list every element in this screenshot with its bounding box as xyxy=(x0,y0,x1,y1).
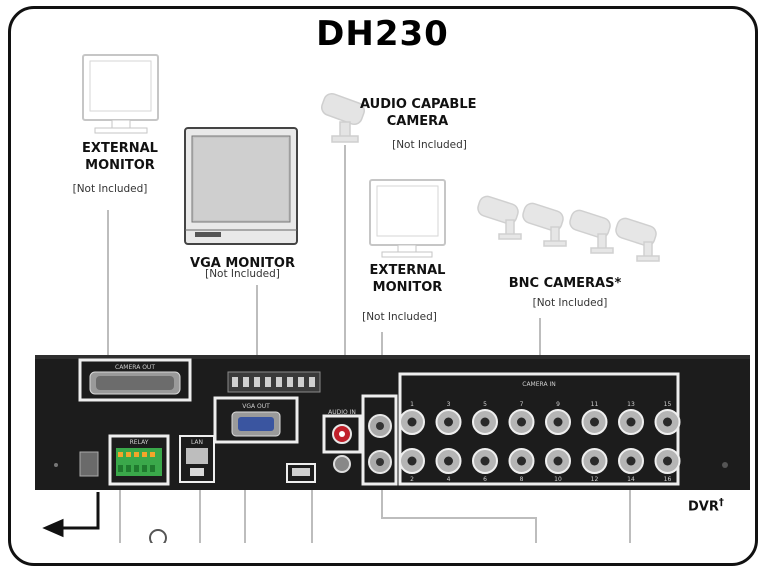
bnc-connector-center xyxy=(444,417,453,427)
bnc-connector-center xyxy=(590,456,599,466)
dvr-label: DVR† xyxy=(688,497,724,515)
external-monitor-2-label: EXTERNAL MONITOR xyxy=(369,263,446,295)
lan-label: LAN xyxy=(191,439,203,446)
bnc-number-label: 6 xyxy=(483,476,487,483)
bnc-connector-center xyxy=(626,417,636,427)
usb-port xyxy=(190,468,204,476)
bnc-cameras-icon xyxy=(477,195,660,262)
vga-monitor-note: [Not Included] xyxy=(205,268,280,280)
bnc-connector-center xyxy=(517,456,526,466)
bnc-number-label: 9 xyxy=(556,401,560,408)
bnc-number-label: 12 xyxy=(591,476,599,483)
external-monitor-icon xyxy=(82,54,159,134)
bnc-connector-center xyxy=(663,456,672,466)
bnc-number-label: 4 xyxy=(447,476,451,483)
dvr-footnote-mark: † xyxy=(718,497,724,508)
vga-out-label: VGA OUT xyxy=(242,403,270,410)
camera-in-label: CAMERA IN xyxy=(522,381,555,388)
mouse-icon xyxy=(149,529,167,543)
bnc-number-label: 1 xyxy=(410,401,414,408)
dip-switch-block xyxy=(227,371,321,393)
camera-out-label: CAMERA OUT xyxy=(115,364,155,371)
video-out-ports xyxy=(361,394,398,486)
relay-label: RELAY xyxy=(130,439,149,446)
bnc-connector-center xyxy=(626,456,636,466)
bnc-connector-center xyxy=(407,456,417,466)
audio-camera-note: [Not Included] xyxy=(392,139,467,151)
audio-camera-label: AUDIO CAPABLE CAMERA xyxy=(360,97,477,129)
external-monitor-2-note: [Not Included] xyxy=(362,311,437,323)
bnc-number-label: 2 xyxy=(410,476,414,483)
bnc-number-label: 10 xyxy=(554,476,562,483)
bnc-connector-center xyxy=(553,417,563,427)
bnc-connector-center xyxy=(480,417,490,427)
lan-port: LAN xyxy=(179,435,215,483)
bnc-number-label: 8 xyxy=(520,476,524,483)
bnc-connector-center xyxy=(663,417,672,427)
bnc-number-label: 13 xyxy=(627,401,635,408)
audio-in-label: AUDIO IN xyxy=(328,409,356,416)
bnc-connector-center xyxy=(590,417,599,427)
bnc-connector-center xyxy=(444,456,453,466)
bnc-connector-center xyxy=(480,456,490,466)
usb-front-port xyxy=(286,463,316,483)
bnc-number-label: 11 xyxy=(591,401,599,408)
power-jack xyxy=(79,451,99,477)
vga-out-port: VGA OUT xyxy=(213,396,299,444)
bnc-number-label: 16 xyxy=(664,476,672,483)
relay-terminal-block: RELAY xyxy=(108,434,170,486)
camera-out-port: CAMERA OUT xyxy=(78,358,192,402)
page-title: DH230 xyxy=(316,14,449,54)
audio-camera-icon xyxy=(321,92,365,143)
bnc-number-label: 5 xyxy=(483,401,487,408)
vga-monitor-label: VGA MONITOR xyxy=(190,256,295,271)
bnc-connector-center xyxy=(407,417,417,427)
connection-diagram: CAMERA OUT VGA OUT RELAY LAN xyxy=(35,54,750,543)
audio-in-port: AUDIO IN xyxy=(322,409,362,473)
bnc-cameras-note: [Not Included] xyxy=(532,297,608,309)
power-arrow-icon xyxy=(42,492,100,538)
bnc-number-label: 7 xyxy=(520,401,524,408)
bnc-number-label: 3 xyxy=(447,401,451,408)
bnc-cameras-label: BNC CAMERAS* xyxy=(508,276,622,291)
external-monitor-note: [Not Included] xyxy=(72,183,148,195)
external-monitor-label: EXTERNAL MONITOR xyxy=(82,141,158,173)
bnc-number-label: 15 xyxy=(664,401,672,408)
bnc-connector-center xyxy=(517,417,526,427)
bnc-number-label: 14 xyxy=(627,476,635,483)
bnc-connector-center xyxy=(553,456,563,466)
external-monitor-2-icon xyxy=(369,179,446,258)
vga-monitor-icon xyxy=(184,127,298,245)
